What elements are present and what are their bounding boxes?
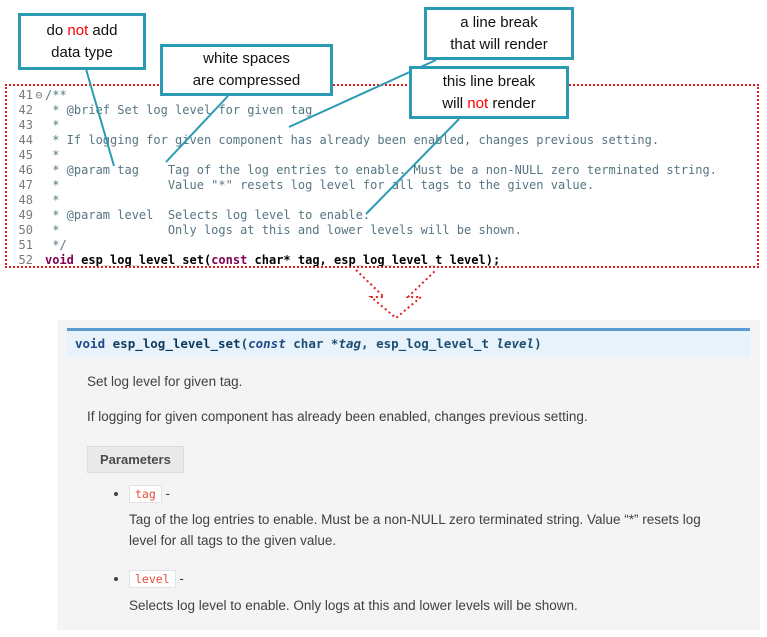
- code-text: */: [45, 238, 67, 252]
- line-number: 48: [18, 193, 33, 207]
- function-signature: void esp_log_level_set(const char *tag, …: [67, 328, 750, 357]
- code-text: * If logging for given component has alr…: [45, 133, 660, 147]
- code-line: 48 *: [9, 193, 757, 208]
- arrow-code-to-docs: [355, 269, 437, 320]
- code-text: void esp_log_level_set(const char* tag, …: [45, 253, 501, 267]
- fold-gutter: [33, 208, 45, 223]
- code-line: 52 void esp_log_level_set(const char* tag…: [9, 253, 757, 267]
- fold-gutter: [33, 193, 45, 208]
- fold-gutter: [33, 133, 45, 148]
- parameter-description: Selects log level to enable. Only logs a…: [129, 598, 578, 614]
- fold-gutter: [33, 253, 45, 266]
- code-text: * Only logs at this and lower levels wil…: [45, 223, 522, 237]
- line-number: 47: [18, 178, 33, 192]
- code-text: /**: [45, 88, 67, 102]
- code-line: 49 * @param level Selects log level to e…: [9, 208, 757, 223]
- docs-body: Set log level for given tag. If logging …: [67, 372, 750, 617]
- fold-gutter: [33, 148, 45, 163]
- code-text: * @brief Set log level for given tag: [45, 103, 313, 117]
- fold-gutter: [33, 223, 45, 238]
- code-line: 43 *: [9, 118, 757, 133]
- parameter-name-row: level -: [129, 570, 744, 589]
- parameter-list: tag - Tag of the log entries to enable. M…: [87, 484, 744, 618]
- fold-gutter: [33, 163, 45, 178]
- code-text: *: [45, 118, 60, 132]
- detailed-description: If logging for given component has alrea…: [87, 409, 588, 425]
- code-text: * @param tag Tag of the log entries to e…: [45, 163, 717, 177]
- code-line: 45 *: [9, 148, 757, 163]
- code-editor-snippet: 41⊖/**42 * @brief Set log level for give…: [5, 84, 759, 268]
- line-number: 50: [18, 223, 33, 237]
- code-text: * @param level Selects log level to enab…: [45, 208, 371, 222]
- brief-description: Set log level for given tag.: [87, 374, 243, 389]
- parameters-heading: Parameters: [87, 445, 184, 473]
- parameter-item: level - Selects log level to enable. Only…: [129, 570, 744, 617]
- line-number: 52: [18, 253, 33, 267]
- code-line: 44 * If logging for given component has …: [9, 133, 757, 148]
- parameter-description: Tag of the log entries to enable. Must b…: [129, 512, 701, 549]
- line-number: 51: [18, 238, 33, 252]
- line-number: 46: [18, 163, 33, 177]
- line-number: 42: [18, 103, 33, 117]
- line-number: 41: [18, 88, 33, 102]
- code-line: 47 * Value "*" resets log level for all …: [9, 178, 757, 193]
- line-number: 44: [18, 133, 33, 147]
- param-name-literal: tag: [129, 484, 162, 503]
- line-number: 43: [18, 118, 33, 132]
- code-line: 42 * @brief Set log level for given tag: [9, 103, 757, 118]
- code-text: *: [45, 193, 60, 207]
- fold-gutter: [33, 103, 45, 118]
- code-line: 41⊖/**: [9, 88, 757, 103]
- line-number: 45: [18, 148, 33, 162]
- fold-gutter: [33, 178, 45, 193]
- parameter-name-row: tag -: [129, 484, 744, 504]
- code-line: 50 * Only logs at this and lower levels …: [9, 223, 757, 238]
- code-text: * Value "*" resets log level for all tag…: [45, 178, 595, 192]
- parameter-item: tag - Tag of the log entries to enable. M…: [129, 484, 744, 553]
- fold-gutter: [33, 238, 45, 253]
- code-lines: 41⊖/**42 * @brief Set log level for give…: [9, 88, 757, 267]
- code-line: 51 */: [9, 238, 757, 253]
- line-number: 49: [18, 208, 33, 222]
- fold-gutter: [33, 118, 45, 133]
- code-text: *: [45, 148, 60, 162]
- fold-marker-icon: ⊖: [35, 88, 43, 102]
- code-line: 46 * @param tag Tag of the log entries t…: [9, 163, 757, 178]
- rendered-docs-panel: void esp_log_level_set(const char *tag, …: [57, 320, 760, 630]
- param-name-literal: level: [129, 570, 176, 589]
